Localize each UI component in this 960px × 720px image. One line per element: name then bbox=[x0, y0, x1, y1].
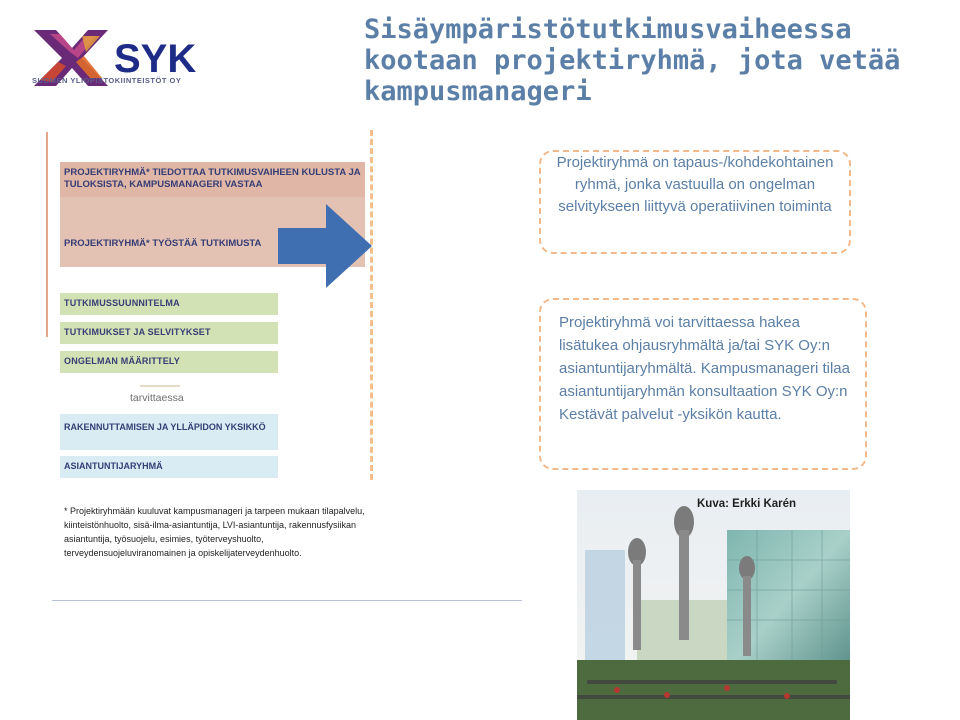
syk-logo: SYK bbox=[34, 30, 196, 86]
left-accent-line bbox=[46, 132, 48, 337]
callout-box-1 bbox=[539, 150, 851, 254]
step-box bbox=[60, 293, 278, 315]
x-mark-icon bbox=[34, 30, 108, 86]
logo-wordmark: SYK bbox=[114, 37, 196, 81]
footnote-divider bbox=[52, 600, 522, 601]
callout-text-2: Projektiryhmä voi tarvittaessa hakea lis… bbox=[559, 314, 850, 423]
callout-text-1: Projektiryhmä on tapaus-/kohdekohtainen … bbox=[556, 154, 834, 215]
project-group-works-label: PROJEKTIRYHMÄ* TYÖSTÄÄ TUTKIMUSTA bbox=[64, 238, 262, 249]
maintenance-unit-box bbox=[60, 414, 278, 450]
expert-group-box bbox=[60, 456, 278, 478]
conditional-label: tarvittaessa bbox=[130, 392, 184, 404]
photo-credit: Kuva: Erkki Karén bbox=[697, 498, 797, 510]
logo-caption: SUOMEN YLIOPISTOKIINTEISTÖT OY bbox=[32, 76, 182, 85]
callout-box-2 bbox=[539, 298, 867, 470]
maintenance-unit-label: RAKENNUTTAMISEN JA YLLÄPIDON YKSIKKÖ bbox=[64, 422, 266, 432]
page-title: Sisäympäristötutkimusvaiheessa kootaan p… bbox=[364, 14, 901, 107]
step-box bbox=[60, 351, 278, 373]
project-group-informs-label: PROJEKTIRYHMÄ* TIEDOTTAA TUTKIMUSVAIHEEN… bbox=[64, 167, 361, 190]
step-label: TUTKIMUKSET JA SELVITYKSET bbox=[64, 327, 211, 337]
right-arrow-icon bbox=[278, 204, 372, 288]
step-label: TUTKIMUSSUUNNITELMA bbox=[64, 298, 180, 308]
expert-group-label: ASIANTUNTIJARYHMÄ bbox=[64, 461, 163, 471]
step-label: ONGELMAN MÄÄRITTELY bbox=[64, 356, 180, 366]
connector-line bbox=[140, 385, 180, 387]
footnote: * Projektiryhmään kuuluvat kampusmanager… bbox=[64, 506, 365, 558]
vertical-divider bbox=[370, 130, 373, 480]
campus-building-photo bbox=[577, 490, 850, 720]
project-group-band bbox=[60, 162, 365, 197]
step-box bbox=[60, 322, 278, 344]
